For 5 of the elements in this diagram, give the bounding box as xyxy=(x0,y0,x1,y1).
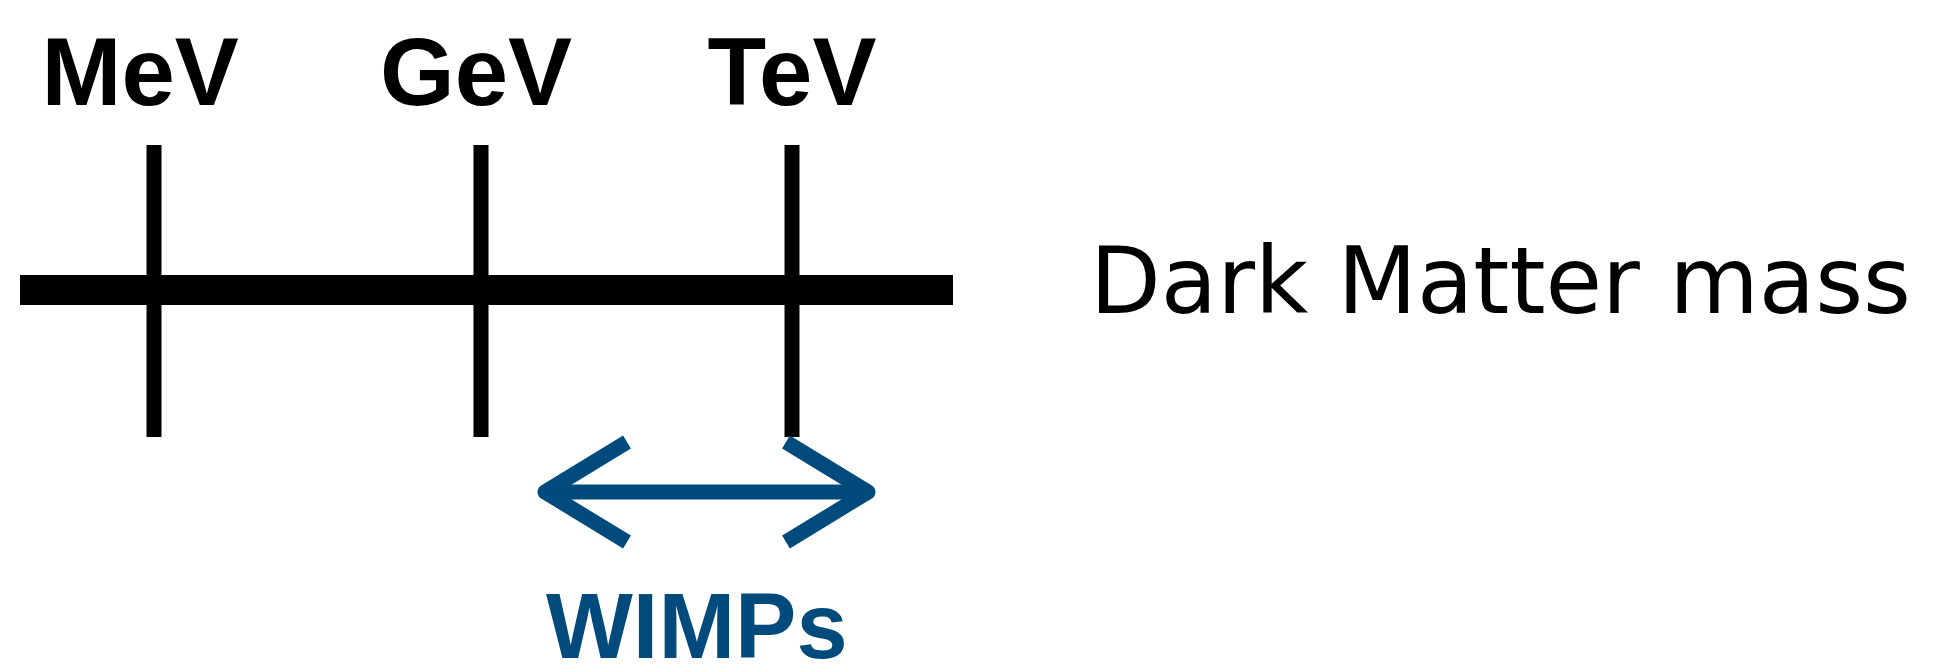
axis-tick-label: TeV xyxy=(707,24,877,120)
range-label: WIMPs xyxy=(546,580,848,672)
axis-tick-label: MeV xyxy=(41,24,239,120)
axis-title: Dark Matter mass xyxy=(1090,236,1911,328)
axis-tick-label: GeV xyxy=(380,24,573,120)
